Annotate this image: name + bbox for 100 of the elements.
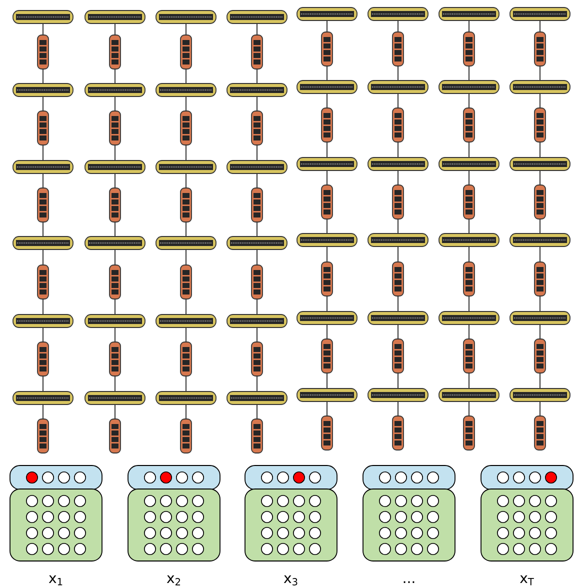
unit-capsule [534, 32, 546, 66]
grid-box [362, 488, 456, 562]
unit-capsule [392, 338, 404, 374]
connector-line [42, 69, 44, 84]
connector-line [114, 96, 116, 111]
grid-box [244, 488, 338, 562]
connector-line [256, 145, 258, 160]
layer-bar [84, 83, 146, 97]
unit-capsule [37, 418, 49, 454]
one-hot-box [244, 465, 338, 490]
unit-capsule [37, 188, 49, 222]
layer-bar [368, 388, 428, 402]
unit-capsule [109, 264, 121, 300]
connector-line [468, 373, 470, 388]
unit-capsule [251, 342, 263, 376]
unit-capsule [463, 262, 475, 296]
connector-line [42, 96, 44, 111]
unit-capsule [37, 110, 49, 146]
unit-capsule [321, 184, 333, 220]
unit-capsule [180, 342, 192, 376]
connector-line [326, 296, 328, 312]
connector-line [114, 376, 116, 392]
connector-line [42, 222, 44, 236]
layer-bar [156, 314, 216, 328]
layer-bar [438, 157, 500, 171]
connector-line [114, 404, 116, 419]
connector-line [468, 94, 470, 108]
input-label: x$_{T}$ [520, 575, 534, 586]
unit-capsule [37, 34, 49, 70]
connector-line [256, 96, 258, 111]
connector-line [114, 69, 116, 84]
layer-bar [84, 391, 146, 405]
layer-bar [510, 311, 570, 325]
layer-bar [156, 160, 216, 174]
unit-capsule [534, 416, 546, 450]
input-label: x$_{3}$ [284, 575, 298, 586]
connector-line [326, 66, 328, 80]
connector-line [42, 328, 44, 342]
unit-capsule [463, 32, 475, 66]
unit-capsule [321, 262, 333, 296]
connector-line [42, 376, 44, 392]
layer-bar [368, 157, 428, 171]
one-hot-box [480, 465, 574, 490]
connector-line [256, 222, 258, 236]
unit-capsule [463, 338, 475, 374]
connector-line [326, 246, 328, 262]
layer-bar [156, 10, 216, 24]
layer-bar [296, 7, 358, 21]
connector-line [468, 246, 470, 262]
unit-capsule [109, 110, 121, 146]
unit-capsule [251, 110, 263, 146]
connector-line [256, 250, 258, 265]
input-label: x$_{2}$ [166, 575, 180, 586]
layer-bar [296, 157, 358, 171]
connector-line [326, 142, 328, 158]
unit-capsule [37, 342, 49, 376]
connector-line [326, 94, 328, 108]
unit-capsule [180, 110, 192, 146]
connector-line [468, 170, 470, 185]
layer-bar [296, 311, 358, 325]
connector-line [256, 299, 258, 314]
connector-line [114, 328, 116, 342]
connector-line [256, 328, 258, 342]
connector-line [256, 376, 258, 392]
unit-capsule [321, 416, 333, 450]
layer-bar [368, 80, 428, 94]
layer-bar [84, 314, 146, 328]
unit-capsule [463, 108, 475, 142]
connector-line [256, 404, 258, 419]
input-label: ... [404, 581, 414, 583]
connector-line [326, 373, 328, 388]
unit-capsule [321, 108, 333, 142]
connector-line [468, 402, 470, 416]
layer-bar [156, 391, 216, 405]
unit-capsule [534, 184, 546, 220]
unit-capsule [392, 32, 404, 66]
connector-line [42, 299, 44, 314]
grid-box [480, 488, 574, 562]
connector-line [42, 404, 44, 419]
layer-bar [226, 236, 288, 250]
connector-line [42, 145, 44, 160]
unit-capsule [251, 264, 263, 300]
connector-line [114, 222, 116, 236]
layer-bar [368, 233, 428, 247]
connector-line [114, 250, 116, 265]
connector-line [468, 142, 470, 158]
connector-line [326, 20, 328, 32]
connector-line [468, 20, 470, 32]
unit-capsule [251, 34, 263, 70]
layer-bar [510, 388, 570, 402]
layer-bar [12, 83, 74, 97]
unit-capsule [180, 264, 192, 300]
layer-bar [438, 233, 500, 247]
layer-bar [438, 388, 500, 402]
unit-capsule [392, 108, 404, 142]
connector-line [468, 296, 470, 312]
connector-line [256, 69, 258, 84]
layer-bar [84, 236, 146, 250]
connector-line [468, 324, 470, 339]
connector-line [42, 250, 44, 265]
